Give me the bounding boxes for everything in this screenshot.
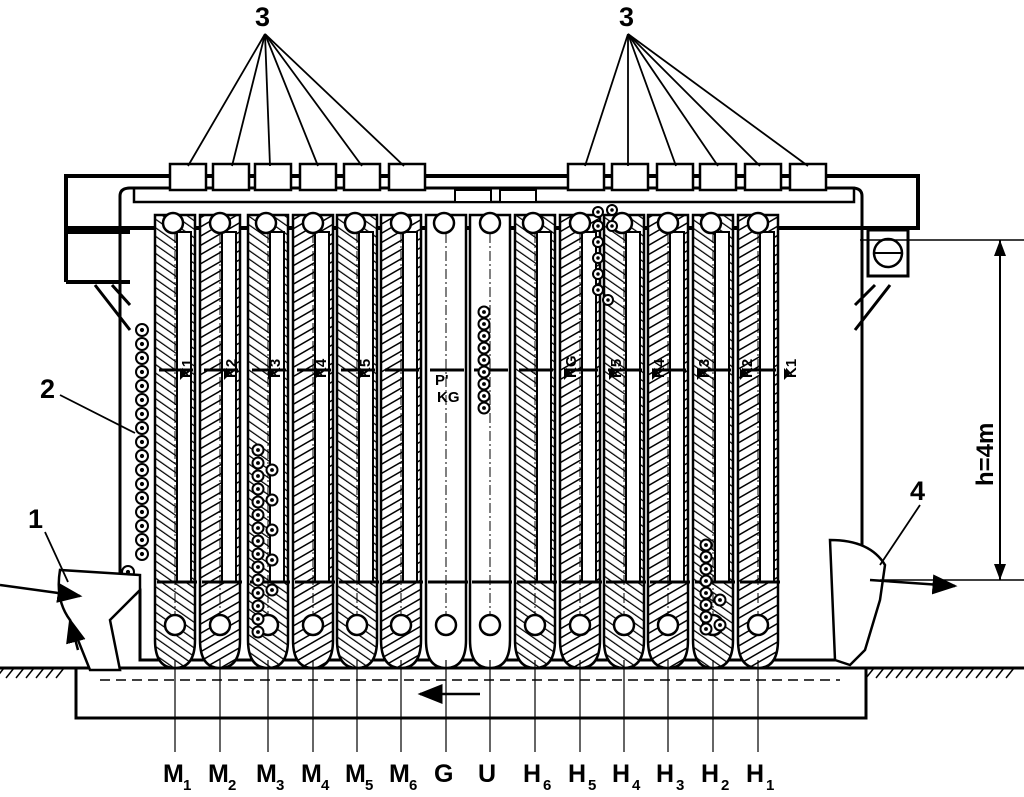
column-label-main: M [256, 760, 277, 788]
conveyor-chain-top-right [592, 204, 618, 306]
column-label-sub: 4 [321, 777, 330, 794]
chamber-10 [558, 211, 602, 670]
top-box-10 [698, 162, 738, 192]
foundation [0, 666, 1024, 720]
chamber-4 [291, 211, 335, 670]
column-label-main: H [746, 760, 764, 788]
callout-3-left: 3 [255, 2, 270, 32]
conveyor-chain-h3 [699, 538, 727, 636]
column-label-8: U [478, 760, 496, 788]
chamber-1 [153, 211, 197, 670]
height-label: h=4m [972, 423, 999, 486]
column-label-sub: 5 [588, 777, 596, 794]
top-box-7 [566, 162, 606, 192]
conveyor-chain-center [477, 305, 491, 415]
column-label-main: M [389, 760, 410, 788]
top-box-1 [168, 162, 208, 192]
column-label-main: H [568, 760, 586, 788]
center-box-2 [499, 189, 537, 203]
outlet-discharge [828, 538, 958, 667]
center-label-main: P' [435, 372, 449, 389]
column-label-sub: 3 [276, 777, 284, 794]
top-box-6 [387, 162, 427, 192]
center-box-1 [454, 189, 492, 203]
column-label-sub: 3 [676, 777, 684, 794]
column-label-7: G [434, 760, 453, 788]
center-label-sub: KG [437, 389, 460, 406]
column-label-sub: 6 [543, 777, 551, 794]
top-box-2 [211, 162, 251, 192]
chamber-8 [468, 211, 512, 670]
top-box-12 [788, 162, 828, 192]
column-label-main: M [301, 760, 322, 788]
column-label-main: H [523, 760, 541, 788]
column-label-sub: 1 [183, 777, 191, 794]
callout-2: 2 [40, 374, 55, 404]
chamber-columns [153, 211, 780, 670]
chamber-14 [736, 211, 780, 670]
top-box-8 [610, 162, 650, 192]
column-label-main: H [612, 760, 630, 788]
chamber-11 [602, 211, 646, 670]
top-box-3 [253, 162, 293, 192]
callout-1: 1 [28, 504, 43, 534]
top-box-9 [655, 162, 695, 192]
top-box-11 [743, 162, 783, 192]
height-dimension [860, 239, 1024, 581]
column-label-main: M [163, 760, 184, 788]
top-box-5 [342, 162, 382, 192]
top-box-4 [298, 162, 338, 192]
column-label-main: H [701, 760, 719, 788]
callout-4: 4 [910, 476, 925, 506]
column-label-sub: 2 [228, 777, 236, 794]
callout-3-right: 3 [619, 2, 634, 32]
chamber-12 [646, 211, 690, 670]
column-label-sub: 5 [365, 777, 373, 794]
chamber-3 [246, 211, 290, 670]
column-label-main: U [478, 760, 496, 788]
chamber-9 [513, 211, 557, 670]
column-label-main: H [656, 760, 674, 788]
column-label-sub: 1 [766, 777, 774, 794]
drive-motor [866, 228, 910, 278]
chamber-5 [335, 211, 379, 670]
column-label-sub: 4 [632, 777, 641, 794]
chamber-2 [198, 211, 242, 670]
conveyor-chain-m3 [251, 443, 279, 639]
chamber-6 [379, 211, 423, 670]
column-label-main: M [345, 760, 366, 788]
column-label-main: M [208, 760, 229, 788]
inlet-feed [0, 568, 142, 672]
column-label-sub: 6 [409, 777, 417, 794]
column-label-main: G [434, 760, 453, 788]
chamber-7 [424, 211, 468, 670]
column-label-sub: 2 [721, 777, 729, 794]
callout-leaders [44, 33, 921, 583]
